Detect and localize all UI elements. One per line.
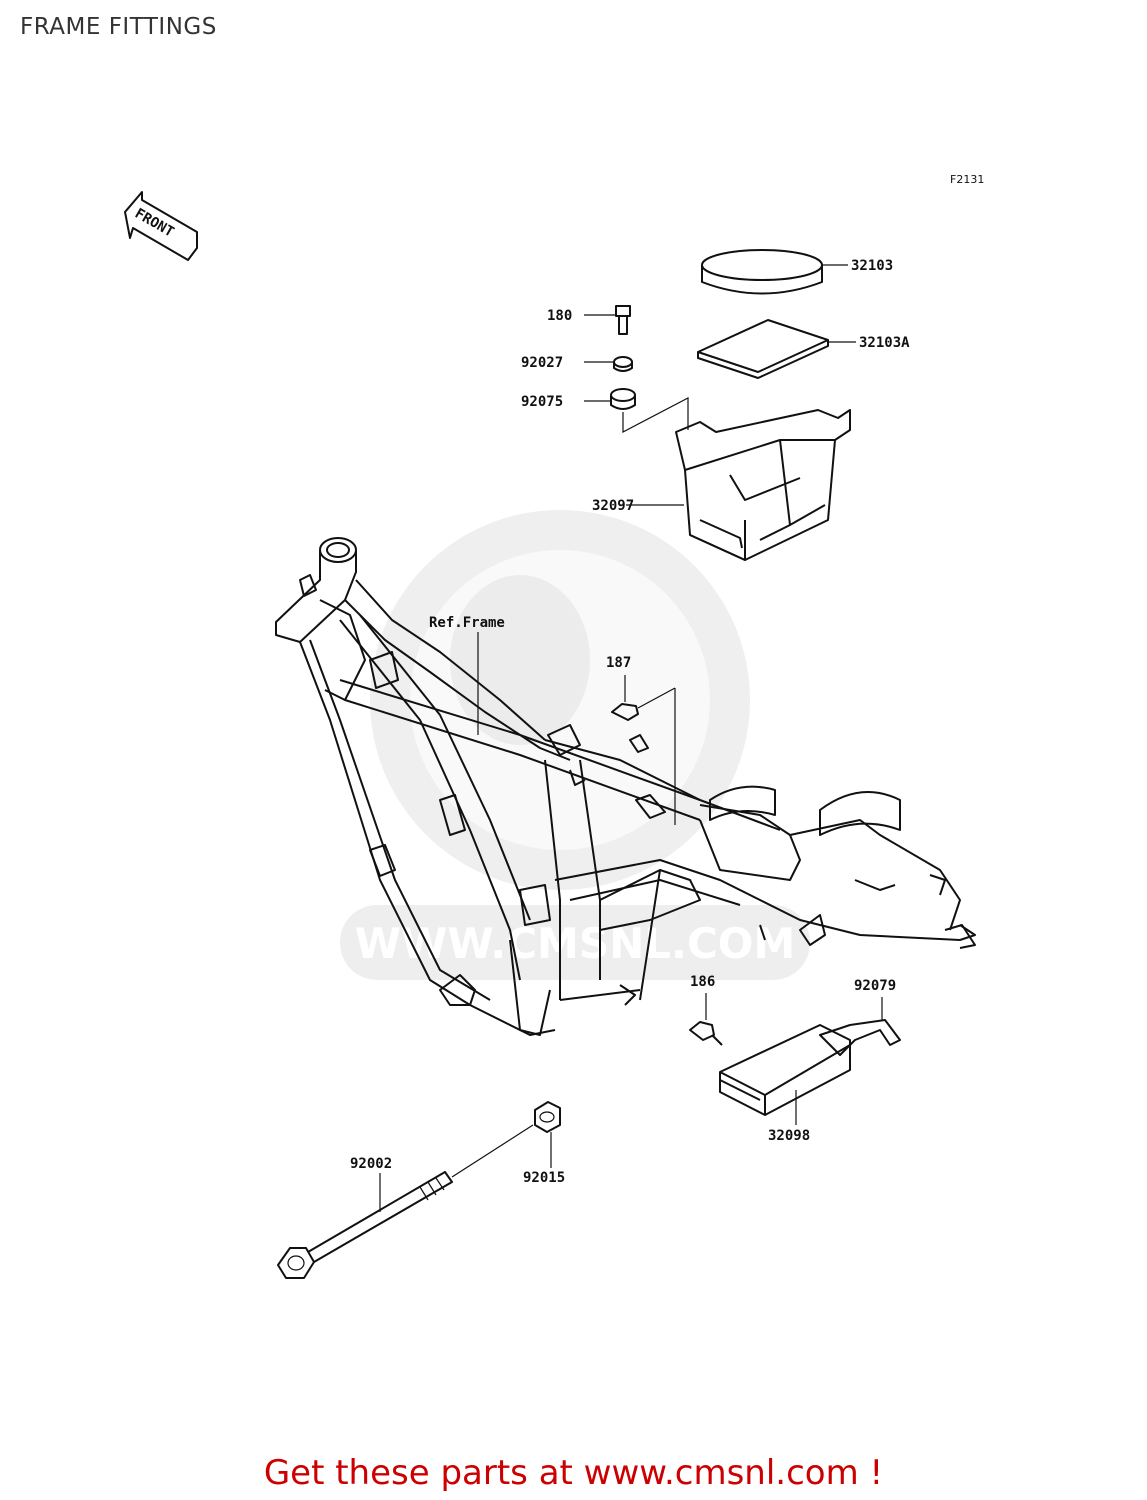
bolt-180: 180 (547, 305, 631, 335)
bolt-92002: 92002 (277, 1124, 534, 1279)
page-title: FRAME FITTINGS (20, 14, 217, 40)
label-92015: 92015 (523, 1170, 565, 1186)
bolt-186: 186 (689, 974, 723, 1046)
nut-92015: 92015 (523, 1101, 565, 1186)
label-187: 187 (606, 655, 631, 671)
label-32103: 32103 (851, 258, 893, 274)
watermark: WWW.CMSNL.COM (340, 510, 810, 980)
ref-frame-label: Ref.Frame (429, 615, 505, 631)
label-32098: 32098 (768, 1128, 810, 1144)
battery-band-32103: 32103 (701, 249, 893, 295)
battery-case-32097: 32097 (592, 409, 851, 561)
collar-92027: 92027 (521, 355, 633, 372)
bracket-92079: 92079 (819, 978, 901, 1056)
front-arrow-icon: FRONT (124, 191, 198, 261)
label-186: 186 (690, 974, 715, 990)
label-180: 180 (547, 308, 572, 324)
damper-92075: 92075 (521, 388, 689, 433)
frame-body (275, 537, 976, 1036)
watermark-text: WWW.CMSNL.COM (355, 919, 796, 968)
label-92075: 92075 (521, 394, 563, 410)
label-92079: 92079 (854, 978, 896, 994)
battery-pad-32103A: 32103A (697, 319, 910, 379)
label-32097: 32097 (592, 498, 634, 514)
footer-promo[interactable]: Get these parts at www.cmsnl.com ! (263, 1453, 884, 1493)
regulator-32098: 32098 (719, 1024, 851, 1144)
bolt-187: 187 (606, 655, 676, 825)
label-92002: 92002 (350, 1156, 392, 1172)
label-92027: 92027 (521, 355, 563, 371)
label-32103A: 32103A (859, 335, 910, 351)
figure-code: F2131 (950, 173, 984, 186)
front-arrow-label: FRONT (132, 206, 177, 241)
